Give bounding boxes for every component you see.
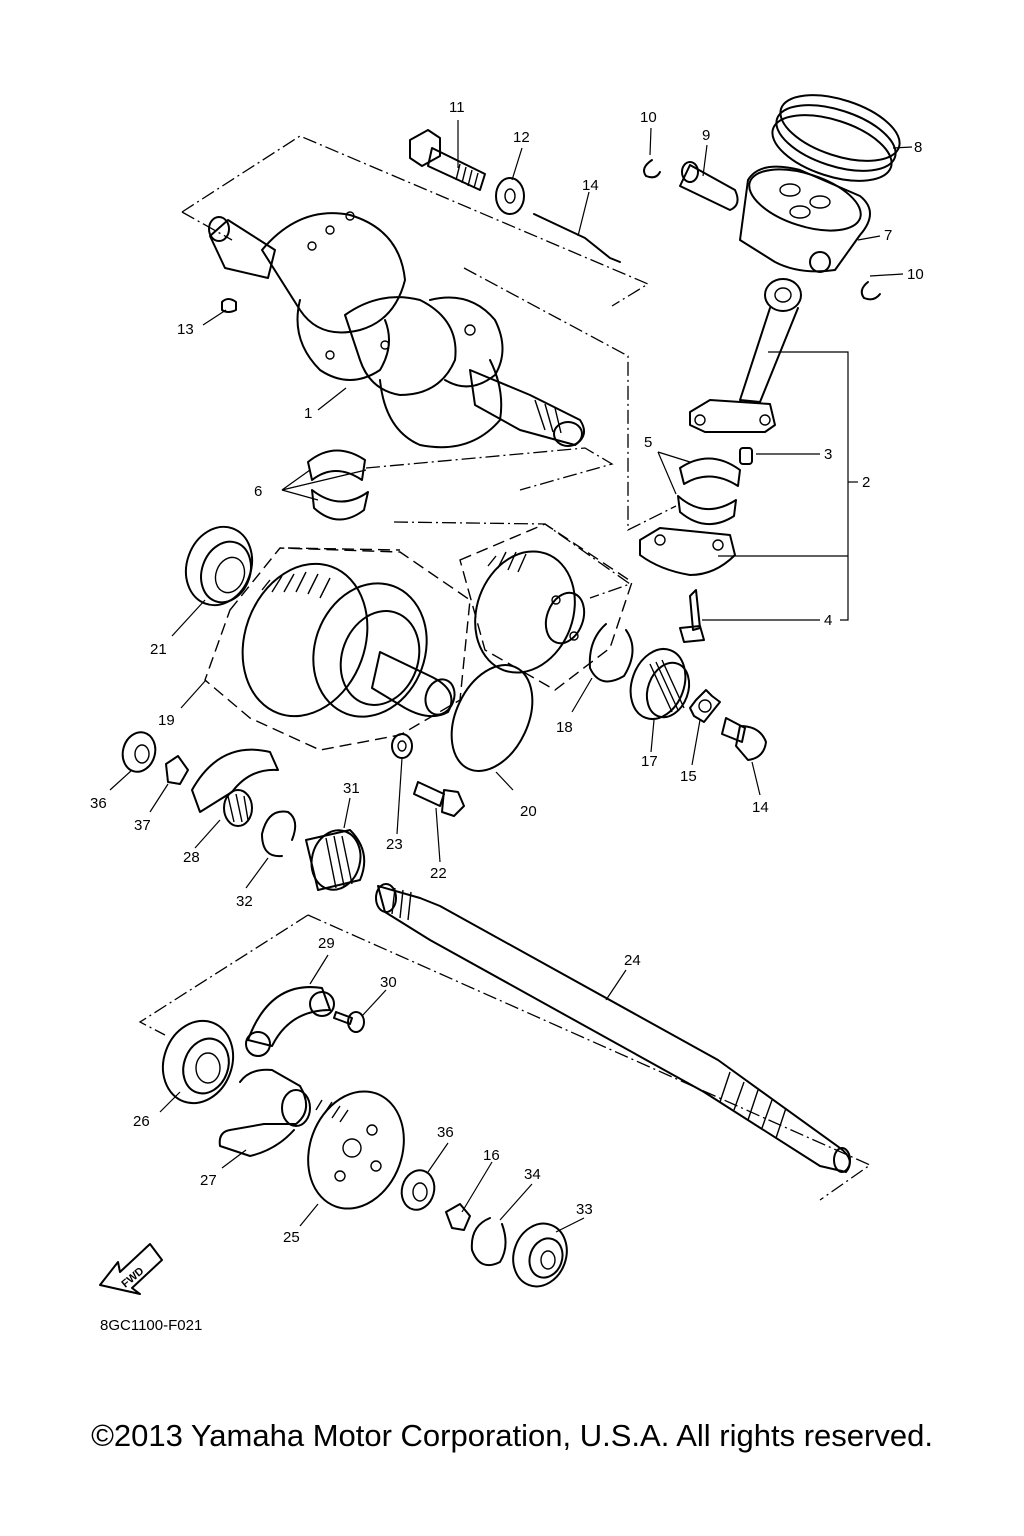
callout-1: 1 — [304, 405, 312, 422]
callout-10-lower: 10 — [907, 266, 924, 283]
lock-washer-37 — [165, 755, 189, 785]
rod-cap — [639, 527, 736, 576]
callout-36-upper: 36 — [90, 795, 107, 812]
drive-gear-assembly — [241, 562, 456, 718]
callout-37: 37 — [134, 817, 151, 834]
washer-12 — [495, 177, 525, 215]
callout-22: 21 — [150, 641, 167, 658]
woodruff-key — [221, 298, 237, 313]
leader-lines — [109, 120, 913, 1233]
callout-16: 15 — [680, 768, 697, 785]
callout-23: 22 — [430, 865, 447, 882]
needle-bearing-32 — [305, 829, 366, 891]
drive-shaft-25 — [375, 883, 851, 1173]
callout-numbers: 11 12 14 10 9 8 7 10 13 1 5 3 2 6 4 21 1… — [90, 99, 924, 1246]
fwd-arrow-icon: FWD — [99, 1243, 163, 1295]
callout-11: 11 — [449, 99, 465, 116]
callout-25: 24 — [624, 952, 641, 969]
washer-24 — [391, 733, 413, 759]
piston-rings — [771, 94, 901, 182]
callout-6: 6 — [254, 483, 262, 500]
assembly-outlines — [138, 135, 872, 1201]
bearing-27 — [161, 1019, 235, 1105]
circlip-10-upper — [643, 159, 661, 179]
callout-20: 19 — [158, 712, 175, 729]
group-bracket-2 — [702, 351, 858, 621]
callout-21: 20 — [520, 803, 537, 820]
callout-28: 27 — [200, 1172, 217, 1189]
crankshaft — [208, 211, 585, 449]
lock-washer-17 — [445, 1203, 471, 1231]
callout-36-lower: 36 — [437, 1124, 454, 1141]
piston — [739, 165, 871, 273]
oil-pipe-14 — [533, 213, 621, 263]
callout-13: 13 — [177, 321, 194, 338]
callout-15: 14 — [752, 799, 769, 816]
circlip-10-lower — [860, 281, 881, 301]
bearing-34 — [512, 1222, 568, 1288]
circlip-19 — [588, 623, 634, 683]
damper-cam-28 — [218, 1068, 311, 1157]
o-ring-21 — [450, 664, 534, 772]
connecting-rod — [689, 278, 802, 433]
callout-34: 33 — [576, 1201, 593, 1218]
driven-gear — [474, 550, 586, 674]
callout-18: 17 — [641, 753, 658, 770]
callout-2: 2 — [862, 474, 870, 491]
callout-26: 25 — [283, 1229, 300, 1246]
callout-30: 29 — [318, 935, 335, 952]
bolt-23 — [413, 781, 465, 817]
callout-14: 14 — [582, 177, 599, 194]
callout-5: 5 — [644, 434, 652, 451]
bearing-plate-30 — [245, 986, 335, 1057]
callout-19: 18 — [556, 719, 573, 736]
callout-10-upper: 10 — [640, 109, 657, 126]
callout-8: 8 — [914, 139, 922, 156]
callout-24: 23 — [386, 836, 403, 853]
piston-pin — [679, 161, 739, 211]
driven-gear-26 — [307, 1090, 405, 1210]
rod-bolt-4 — [679, 589, 705, 643]
callout-4: 4 — [824, 612, 832, 629]
callout-35: 34 — [524, 1166, 541, 1183]
callout-12: 12 — [513, 129, 530, 146]
needle-bearing-18 — [629, 648, 691, 720]
bearing-5 — [677, 457, 741, 525]
circlip-35 — [470, 1217, 507, 1266]
callout-27: 26 — [133, 1113, 150, 1130]
lock-washer-16 — [689, 689, 721, 723]
callout-31: 30 — [380, 974, 397, 991]
dowel-pin-3 — [739, 447, 753, 465]
callout-7: 7 — [884, 227, 892, 244]
bearing-retainer-29 — [191, 748, 279, 827]
callout-29: 28 — [183, 849, 200, 866]
bolt-11 — [409, 129, 486, 191]
copyright-notice: ©2013 Yamaha Motor Corporation, U.S.A. A… — [91, 1418, 933, 1453]
crank-bearings-6 — [307, 449, 369, 521]
callout-17: 16 — [483, 1147, 500, 1164]
drawing-code: 8GC1100-F021 — [100, 1317, 202, 1334]
screw-31 — [333, 1011, 365, 1033]
callout-9: 9 — [702, 127, 710, 144]
circlip-33 — [261, 810, 297, 858]
nut-36-upper — [121, 731, 157, 773]
nut-36-lower — [400, 1169, 436, 1211]
oil-seal-22 — [184, 525, 254, 607]
callout-3: 3 — [824, 446, 832, 463]
bolt-15 — [721, 717, 767, 761]
callout-33: 32 — [236, 893, 253, 910]
callout-32: 31 — [343, 780, 360, 797]
